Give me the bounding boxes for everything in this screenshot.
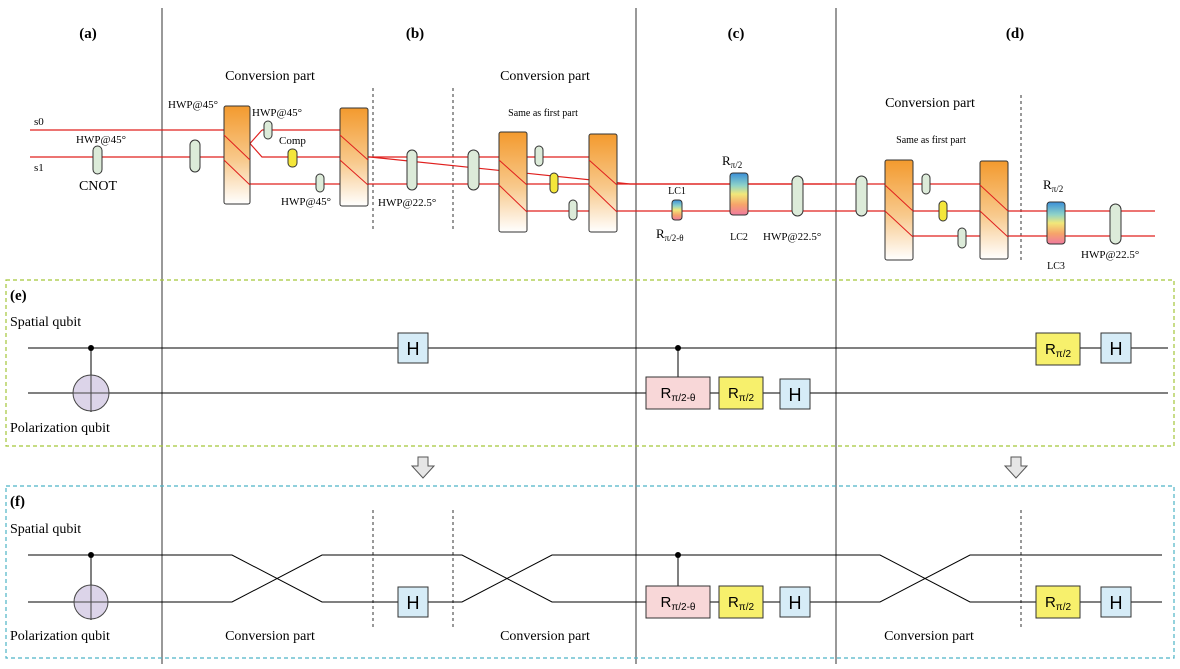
comp-label: Comp — [279, 135, 306, 147]
lc1-plate — [671, 199, 683, 221]
h-gate-e-b — [397, 332, 429, 364]
down-arrow-left — [410, 456, 436, 479]
r-theta-gate-f — [645, 585, 711, 619]
hwp225-label-d: HWP@22.5° — [1081, 249, 1139, 261]
same-as-first-b: Same as first part — [508, 108, 578, 119]
cnot-label: CNOT — [79, 179, 118, 194]
polarization-qubit-label-f: Polarization qubit — [10, 629, 110, 644]
lc1-label: LC1 — [668, 186, 686, 197]
h-gate-f-b-label: H — [407, 593, 420, 613]
h-gate-f-c — [779, 586, 811, 618]
pbs-d-right — [979, 160, 1009, 260]
hwp-plate-b2-in — [467, 149, 480, 191]
panel-label-f: (f) — [10, 494, 25, 510]
conversion-title-b2: Conversion part — [500, 69, 590, 84]
hwp-plate-d — [1109, 203, 1122, 245]
hwp-plate-b2-top — [534, 145, 544, 167]
conversion-title-d: Conversion part — [885, 96, 975, 111]
r-gate-e-c-label: Rπ/2 — [728, 385, 755, 404]
comp-plate — [287, 148, 298, 168]
lc2-label: LC2 — [730, 232, 748, 243]
r-gate-f-d-label: Rπ/2 — [1045, 594, 1072, 613]
pbs-b2-right — [588, 133, 618, 233]
panel-label-b: (b) — [406, 26, 424, 42]
hwp-plate-b2-bottom — [568, 199, 578, 221]
hwp-plate-b1 — [189, 139, 201, 173]
comp-plate-b2 — [549, 172, 559, 194]
panel-e-frame — [5, 279, 1175, 447]
wires-f — [28, 554, 1162, 603]
r-theta-gate-e-label: Rπ/2-θ — [661, 385, 696, 404]
h-gate-e-d — [1100, 332, 1132, 364]
h-gate-e-c — [779, 378, 811, 410]
conversion-title-b1: Conversion part — [225, 69, 315, 84]
r-theta-gate-e — [645, 376, 711, 410]
pbs-b1-left — [223, 105, 251, 205]
h-gate-e-b-label: H — [407, 339, 420, 359]
hwp-plate-d-bottom — [957, 227, 967, 249]
lc3-plate — [1046, 201, 1066, 245]
hwp-plate-b-mid — [406, 149, 418, 191]
r-theta-gate-f-label: Rπ/2-θ — [661, 594, 696, 613]
h-gate-f-d-label: H — [1110, 593, 1123, 613]
panel-label-c: (c) — [728, 26, 745, 42]
h-gate-f-c-label: H — [789, 593, 802, 613]
dashed-subdividers — [372, 88, 1022, 630]
comp-plate-d — [938, 200, 948, 222]
lc2-r-label: Rπ/2 — [722, 153, 742, 170]
r-gate-f-c — [718, 585, 764, 619]
lc3-r-label: Rπ/2 — [1043, 177, 1063, 194]
same-as-first-d: Same as first part — [896, 135, 966, 146]
h-gate-f-b — [397, 586, 429, 618]
pbs-b1-right — [339, 107, 369, 207]
hwp45-label-b1: HWP@45° — [168, 99, 218, 111]
lc2-plate — [729, 172, 749, 216]
hwp45-label-a: HWP@45° — [76, 134, 126, 146]
lc3-label: LC3 — [1047, 261, 1065, 272]
hwp225-label-c: HWP@22.5° — [763, 231, 821, 243]
pbs-b2-left — [498, 131, 528, 233]
panel-label-e: (e) — [10, 288, 27, 304]
r-gate-f-c-label: Rπ/2 — [728, 594, 755, 613]
hwp45-label-b1-bottom: HWP@45° — [281, 196, 331, 208]
conversion-label-f3: Conversion part — [884, 629, 974, 644]
s0-label: s0 — [34, 116, 44, 128]
hwp225-label-b: HWP@22.5° — [378, 197, 436, 209]
panel-f-frame — [5, 485, 1175, 659]
hwp-plate-d-top — [921, 173, 931, 195]
r-gate-e-d — [1035, 332, 1081, 366]
s1-label: s1 — [34, 162, 44, 174]
hwp-plate-c — [791, 175, 804, 217]
panel-label-a: (a) — [79, 26, 97, 42]
polarization-qubit-label-e: Polarization qubit — [10, 421, 110, 436]
hwp45-label-b1-top: HWP@45° — [252, 107, 302, 119]
h-gate-e-c-label: H — [789, 385, 802, 405]
hwp-plate-b1-top — [263, 120, 273, 140]
conversion-label-f1: Conversion part — [225, 629, 315, 644]
r-gate-e-d-label: Rπ/2 — [1045, 341, 1072, 360]
spatial-qubit-label-e: Spatial qubit — [10, 315, 81, 330]
r-gate-e-c — [718, 376, 764, 410]
hwp-plate-d-in — [855, 175, 868, 217]
r-gate-f-d — [1035, 585, 1081, 619]
conversion-label-f2: Conversion part — [500, 629, 590, 644]
h-gate-f-d — [1100, 586, 1132, 618]
lc1-r-label: Rπ/2-θ — [656, 226, 684, 243]
hwp-plate-b1-bottom — [315, 173, 325, 193]
panel-label-d: (d) — [1006, 26, 1024, 42]
spatial-qubit-label-f: Spatial qubit — [10, 522, 81, 537]
h-gate-e-d-label: H — [1110, 339, 1123, 359]
hwp-plate-a — [92, 145, 103, 175]
down-arrow-right — [1003, 456, 1029, 479]
pbs-d-left — [884, 159, 914, 261]
